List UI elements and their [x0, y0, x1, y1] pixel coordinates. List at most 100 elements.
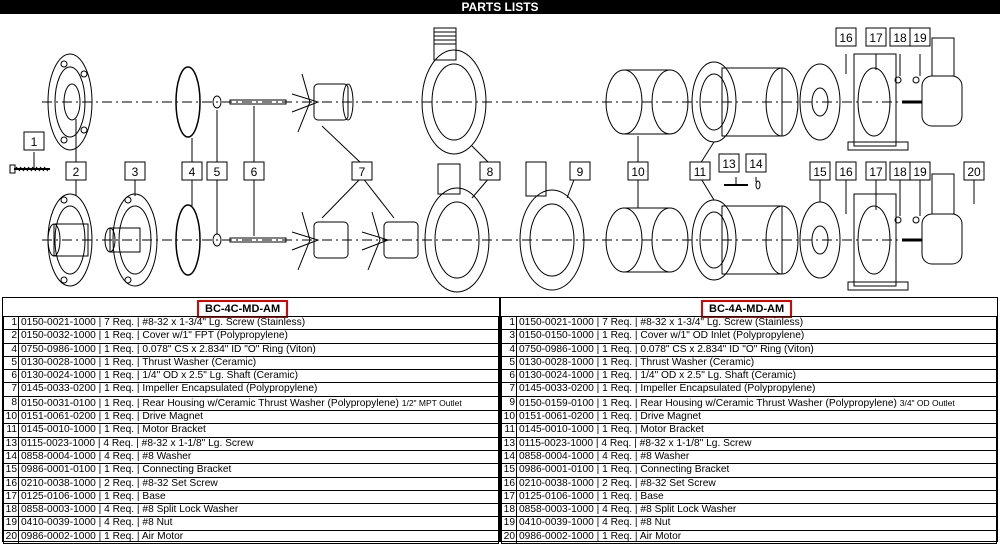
item-description: 0858-0003-1000 | 4 Req. | #8 Split Lock … [516, 503, 997, 518]
item-text: 0410-0039-1000 | 4 Req. | #8 Nut [519, 517, 671, 529]
item-number: 6 [501, 369, 517, 384]
item-description: 0145-0010-1000 | 1 Req. | Motor Bracket [516, 423, 997, 438]
item-text: 0986-0001-0100 | 1 Req. | Connecting Bra… [519, 464, 730, 476]
item-description: 0130-0024-1000 | 1 Req. | 1/4" OD x 2.5"… [18, 369, 499, 384]
item-text: 0151-0061-0200 | 1 Req. | Drive Magnet [21, 411, 203, 423]
item-number: 13 [501, 436, 517, 451]
item-number: 4 [501, 342, 517, 357]
item-description: 0145-0033-0200 | 1 Req. | Impeller Encap… [516, 382, 997, 397]
part-screw-1 [9, 164, 50, 174]
callout-label: 7 [359, 165, 366, 179]
item-text: 0145-0010-1000 | 1 Req. | Motor Bracket [21, 424, 206, 436]
callout-label: 6 [251, 165, 258, 179]
item-description: 0150-0021-1000 | 7 Req. | #8-32 x 1-3/4"… [18, 315, 499, 331]
item-number: 15 [3, 463, 19, 478]
callout-label: 2 [73, 165, 80, 179]
item-text: 0145-0033-0200 | 1 Req. | Impeller Encap… [21, 383, 318, 395]
part-screw-13-washer-14 [724, 180, 761, 190]
item-text: 0125-0106-1000 | 1 Req. | Base [519, 490, 664, 502]
item-number: 14 [501, 449, 517, 465]
item-number: 10 [501, 410, 517, 425]
item-description: 0151-0061-0200 | 1 Req. | Drive Magnet [18, 410, 499, 425]
item-description: 0151-0061-0200 | 1 Req. | Drive Magnet [516, 410, 997, 425]
callout-label: 15 [813, 165, 827, 179]
item-number: 8 [3, 395, 19, 412]
item-text: 0125-0106-1000 | 1 Req. | Base [21, 490, 166, 502]
item-note: 1/2" MPT Outlet [401, 397, 462, 408]
item-text: 0130-0028-1000 | 1 Req. | Thrust Washer … [21, 356, 257, 368]
item-number: 1 [3, 315, 19, 331]
callout-label: 17 [869, 31, 883, 45]
item-description: 0130-0024-1000 | 1 Req. | 1/4" OD x 2.5"… [516, 369, 997, 384]
part-rear-housing-9 [519, 161, 585, 291]
callout-label: 4 [189, 165, 196, 179]
part-air-motor-20 [902, 37, 963, 265]
item-description: 0125-0106-1000 | 1 Req. | Base [18, 489, 499, 505]
item-number: 20 [501, 529, 517, 544]
callout-label: 16 [839, 165, 853, 179]
item-number: 2 [3, 329, 19, 344]
item-number: 18 [501, 503, 517, 518]
item-text: 0210-0038-1000 | 2 Req. | #8-32 Set Scre… [21, 477, 218, 489]
item-number: 16 [501, 476, 517, 491]
item-description: 0986-0002-1000 | 1 Req. | Air Motor [18, 529, 499, 544]
callout-label: 19 [913, 165, 927, 179]
item-description: 0410-0039-1000 | 4 Req. | #8 Nut [18, 516, 499, 531]
item-number: 7 [501, 382, 517, 397]
item-number: 9 [501, 395, 517, 412]
item-number: 16 [3, 476, 19, 491]
item-text: 0750-0986-1000 | 1 Req. | 0.078" CS x 2.… [519, 343, 814, 355]
item-number: 17 [501, 489, 517, 505]
page-title: PARTS LISTS [0, 0, 1000, 14]
callout-label: 10 [631, 165, 645, 179]
callout-label: 1 [31, 135, 38, 149]
part-shaft-6 [229, 99, 287, 243]
callout-label: 19 [913, 31, 927, 45]
exploded-parts-diagram: 1 2 3 4 5 6 7 8 9 10 11 13 14 15 16 17 1… [2, 14, 998, 298]
item-text: 0151-0061-0200 | 1 Req. | Drive Magnet [519, 411, 701, 423]
item-description: 0130-0028-1000 | 1 Req. | Thrust Washer … [18, 355, 499, 371]
item-description: 0410-0039-1000 | 4 Req. | #8 Nut [516, 516, 997, 531]
item-number: 19 [3, 516, 19, 531]
item-description: 0125-0106-1000 | 1 Req. | Base [516, 489, 997, 505]
item-description: 0150-0032-1000 | 1 Req. | Cover w/1" FPT… [18, 329, 499, 344]
item-text: 0115-0023-1000 | 4 Req. | #8-32 x 1-1/8"… [519, 437, 752, 449]
item-description: 0858-0004-1000 | 4 Req. | #8 Washer [516, 449, 997, 465]
callout-label: 11 [694, 165, 707, 179]
item-text: 0115-0023-1000 | 4 Req. | #8-32 x 1-1/8"… [21, 437, 254, 449]
item-number: 11 [3, 423, 19, 438]
item-number: 4 [3, 342, 19, 357]
item-number: 20 [3, 529, 19, 544]
item-number: 11 [501, 423, 517, 438]
item-text: 0150-0150-1000 | 1 Req. | Cover w/1" OD … [519, 330, 805, 342]
item-description: 0986-0002-1000 | 1 Req. | Air Motor [516, 529, 997, 544]
callout-label: 13 [722, 157, 736, 171]
item-description: 0150-0021-1000 | 7 Req. | #8-32 x 1-3/4"… [516, 315, 997, 331]
item-number: 5 [3, 355, 19, 371]
